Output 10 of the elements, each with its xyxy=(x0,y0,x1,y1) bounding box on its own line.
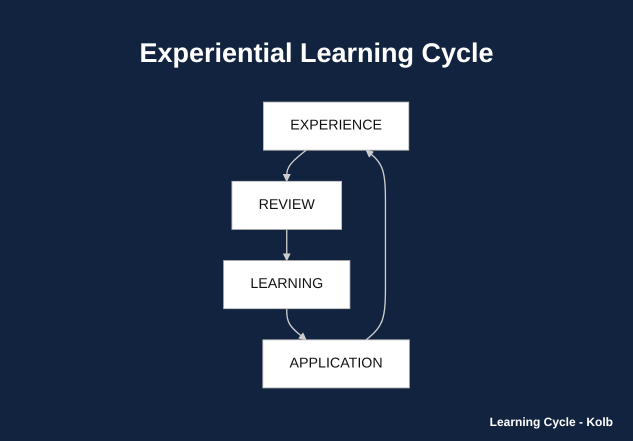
node-box: EXPERIENCE xyxy=(263,102,410,151)
title: Experiential Learning Cycle xyxy=(138,38,495,69)
arrow xyxy=(286,308,306,340)
node-box: REVIEW xyxy=(232,180,342,230)
arrow xyxy=(282,229,291,261)
arrow xyxy=(282,150,307,182)
node-box: APPLICATION xyxy=(262,339,410,388)
node-box: LEARNING xyxy=(223,260,350,310)
arrow xyxy=(366,150,386,340)
caption: Learning Cycle - Kolb xyxy=(490,415,613,429)
